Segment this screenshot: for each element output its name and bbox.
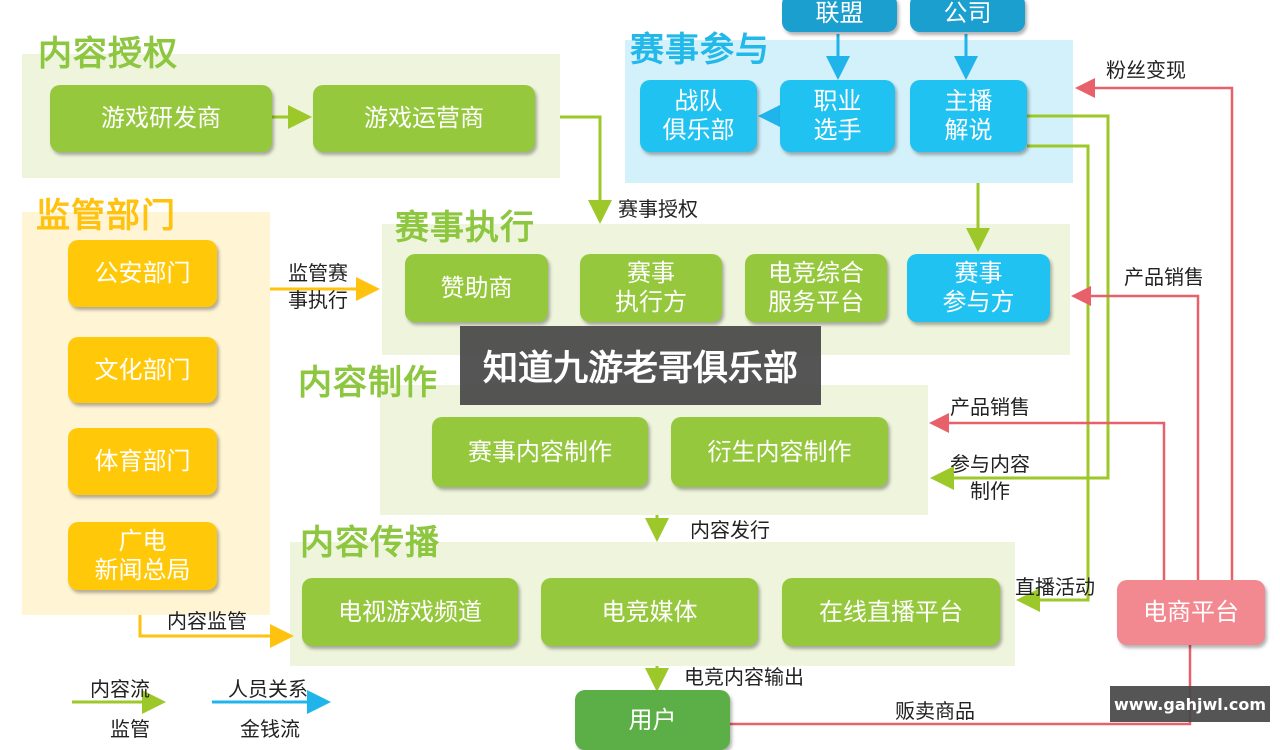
pro-player-box: 职业 选手 bbox=[780, 80, 895, 152]
watermark: www.gahjwl.com bbox=[1110, 686, 1270, 722]
product-sales-label: 产品销售 bbox=[1124, 265, 1204, 289]
live-activity-label: 直播活动 bbox=[1015, 575, 1095, 599]
sports-dept-box: 体育部门 bbox=[68, 428, 217, 495]
production-title: 内容制作 bbox=[298, 363, 438, 403]
legend-personnel: 人员关系 bbox=[228, 677, 308, 701]
event-executor-box: 赛事 执行方 bbox=[580, 254, 722, 322]
derivative-content-production-box: 衍生内容制作 bbox=[671, 417, 888, 487]
tv-game-channel-box: 电视游戏频道 bbox=[302, 578, 518, 646]
ecommerce-platform-box: 电商平台 bbox=[1117, 580, 1265, 645]
arrow-content-regulation bbox=[138, 615, 294, 648]
arrow-fan-monetize bbox=[1075, 78, 1234, 580]
regulation-title: 监管部门 bbox=[36, 196, 176, 236]
esports-service-platform-box: 电竞综合 服务平台 bbox=[745, 254, 887, 322]
event-participant-box: 赛事 参与方 bbox=[907, 254, 1050, 322]
league-box: 联盟 bbox=[782, 0, 897, 32]
distribution-title: 内容传播 bbox=[300, 523, 440, 563]
participation-title: 赛事参与 bbox=[630, 30, 770, 70]
live-streaming-platform-box: 在线直播平台 bbox=[782, 578, 1000, 646]
sponsor-box: 赞助商 bbox=[405, 254, 548, 322]
overlay-text: 知道九游老哥俱乐部 bbox=[482, 349, 798, 389]
esports-media-box: 电竞媒体 bbox=[541, 578, 758, 646]
flow-arrows bbox=[72, 34, 1234, 726]
event-content-production-box: 赛事内容制作 bbox=[432, 417, 648, 487]
arrow-product-sales-1 bbox=[1071, 286, 1200, 580]
event-auth-label: 赛事授权 bbox=[618, 197, 698, 221]
streamer-commentator-box: 主播 解说 bbox=[910, 80, 1027, 152]
team-club-box: 战队 俱乐部 bbox=[640, 80, 757, 152]
user-box: 用户 bbox=[575, 690, 730, 750]
culture-dept-box: 文化部门 bbox=[68, 337, 217, 403]
arrow-event-auth bbox=[560, 115, 612, 224]
game-operator-box: 游戏运营商 bbox=[313, 85, 535, 152]
company-box: 公司 bbox=[910, 0, 1025, 32]
participate-production-label: 参与内容 制作 bbox=[950, 452, 1030, 503]
sell-goods-label: 贩卖商品 bbox=[895, 699, 975, 723]
legend-regulation: 监管 bbox=[110, 717, 150, 741]
content-auth-title: 内容授权 bbox=[38, 34, 178, 74]
overlay-banner: 知道九游老哥俱乐部 bbox=[460, 326, 821, 405]
product-sales-label-2: 产品销售 bbox=[950, 395, 1030, 419]
execution-title: 赛事执行 bbox=[395, 208, 535, 248]
arrow-live-activity bbox=[1016, 144, 1090, 612]
police-dept-box: 公安部门 bbox=[68, 240, 217, 307]
regulate-exec-label: 监管赛 事执行 bbox=[288, 261, 348, 312]
legend-content-flow: 内容流 bbox=[90, 677, 150, 701]
arrow-product-sales-2 bbox=[929, 413, 1166, 580]
game-developer-box: 游戏研发商 bbox=[50, 85, 272, 152]
sarft-box: 广电 新闻总局 bbox=[68, 522, 217, 590]
content-regulation-label: 内容监管 bbox=[167, 609, 247, 633]
esports-output-label: 电竞内容输出 bbox=[684, 665, 804, 689]
watermark-text: www.gahjwl.com bbox=[1113, 694, 1266, 714]
content-release-label: 内容发行 bbox=[690, 518, 770, 542]
legend-money: 金钱流 bbox=[240, 717, 300, 741]
fan-monetize-label: 粉丝变现 bbox=[1106, 58, 1186, 82]
line-sell-goods bbox=[730, 645, 1192, 726]
